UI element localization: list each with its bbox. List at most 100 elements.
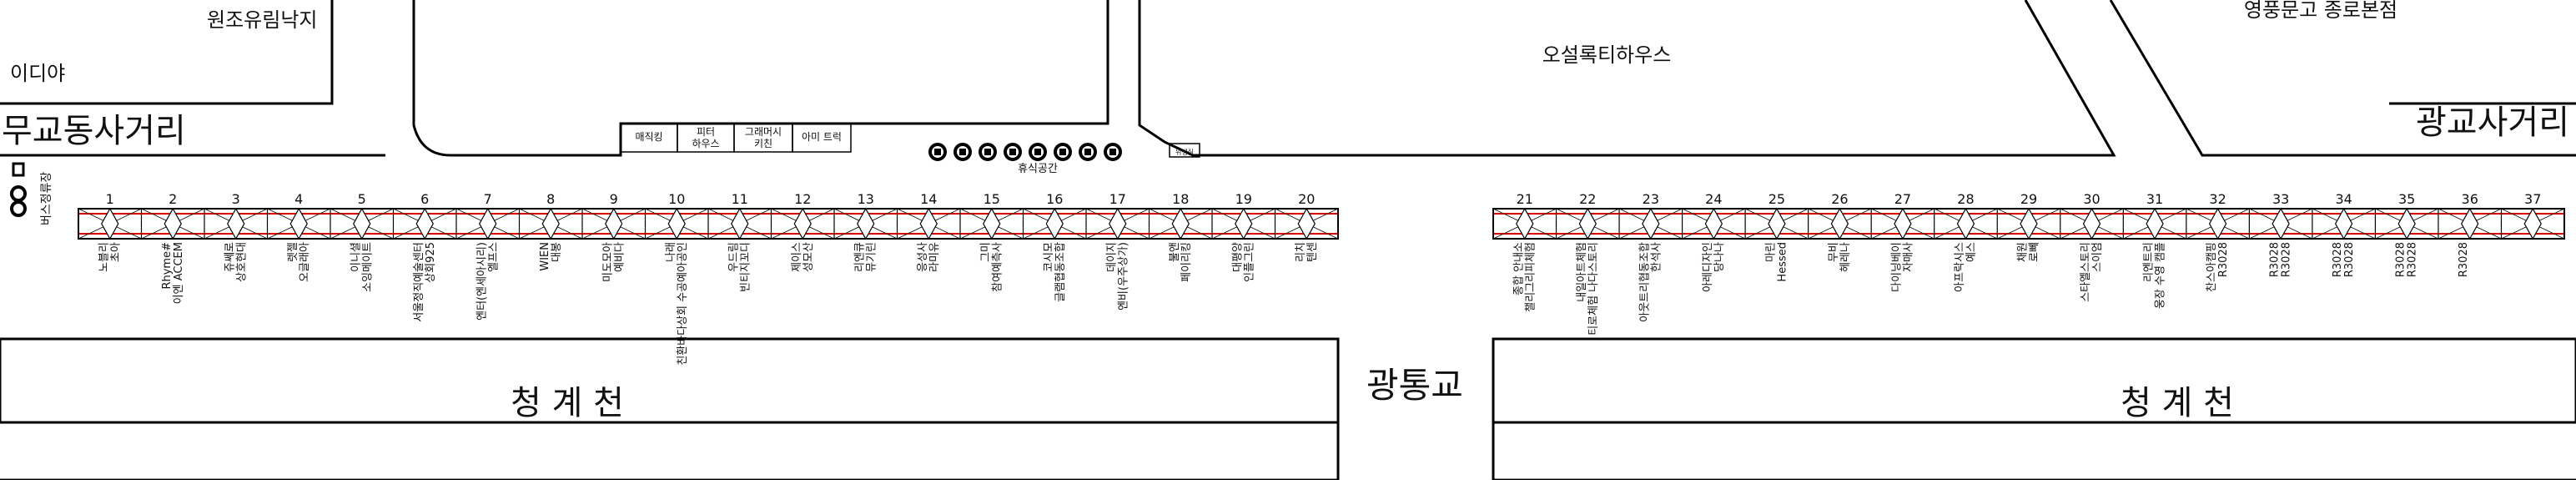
booth-number: 7 <box>484 191 492 207</box>
booth-name: 마린 <box>1764 242 1777 262</box>
rest-seat-center <box>934 149 941 155</box>
booth-name: 찬스아캠핑 <box>2206 242 2218 292</box>
booth-number: 3 <box>232 191 240 207</box>
bus-stop-marker <box>10 185 27 202</box>
booth-name: 렛젤 <box>287 242 299 262</box>
booth-name: 불앤 <box>1169 242 1181 262</box>
booth-diamond <box>1109 207 1127 240</box>
booth-name: 초아 <box>109 242 122 262</box>
booth-name: 텐센 <box>1306 242 1319 262</box>
booth-diamond <box>919 207 938 240</box>
rest-seat <box>1004 143 1022 161</box>
rest-seat-center <box>1034 149 1041 155</box>
booth-name: 인플그린 <box>1243 242 1255 282</box>
rest-seat-center <box>1059 149 1066 155</box>
booth-number: 26 <box>1831 191 1848 207</box>
booth-number: 1 <box>106 191 114 207</box>
right-building-block <box>2109 0 2576 157</box>
rest-seat <box>979 143 997 161</box>
booth-name: 소잉메이트 <box>361 242 374 292</box>
booth-number: 32 <box>2209 191 2226 207</box>
booth-name: 엘프스 <box>487 242 500 272</box>
bridge-label: 광통교 <box>1366 365 1463 406</box>
booth-diamond <box>983 207 1001 240</box>
booth-name: R3028 <box>2281 242 2293 277</box>
rest-seat <box>1029 143 1047 161</box>
booth-name: 대평양 <box>1231 242 1244 272</box>
rest-seat <box>928 143 947 161</box>
booth-name: 서울정직예술센터 <box>413 242 425 322</box>
rest-seat-center <box>959 149 966 155</box>
booth-name: 페이리킹 <box>1180 242 1193 282</box>
booth-name: R3028 <box>2343 242 2356 277</box>
booth-name: 이엔 ACCEM <box>173 242 185 304</box>
booth-name: 빈티지꼬디 <box>739 242 752 292</box>
bus-stop-sign <box>12 162 25 177</box>
booth-name: 성모산 <box>802 242 815 272</box>
stream-right-label: 청 계 천 <box>2121 384 2234 422</box>
booth-diamond <box>2523 207 2542 240</box>
booth-name: R3028 <box>2217 242 2230 277</box>
booth-number: 37 <box>2524 191 2541 207</box>
booth-name: WIEN <box>539 242 551 271</box>
booth-name: 그미 <box>979 242 992 262</box>
food-truck-label: 아미 트럭 <box>802 131 842 143</box>
booth-diamond <box>2397 207 2416 240</box>
booth-diamond <box>1171 207 1190 240</box>
booth-number: 25 <box>1768 191 1785 207</box>
booth-diamond <box>2272 207 2290 240</box>
booth-name: 응성사 <box>917 242 929 272</box>
food-truck <box>792 123 852 153</box>
rest-seat-center <box>1009 149 1016 155</box>
booth-diamond <box>1830 207 1849 240</box>
booth-number: 18 <box>1172 191 1189 207</box>
booth-diamond <box>164 207 182 240</box>
intersection-left: 무교동사거리 <box>2 112 186 150</box>
booth-number: 13 <box>858 191 874 207</box>
booth-diamond <box>541 207 560 240</box>
booth-name: 웅장 수영 캠플 <box>2155 242 2167 309</box>
booth-diamond <box>2461 207 2479 240</box>
booth-name: 우드림 <box>727 242 740 272</box>
booth-name: 이니셜 <box>350 242 362 272</box>
booth-name: 자매사 <box>1902 242 1914 272</box>
booth-number: 21 <box>1517 191 1533 207</box>
booth-diamond <box>101 207 119 240</box>
booth-name: 친환바다상회 수공예아공인 <box>677 242 689 366</box>
booth-diamond <box>2082 207 2101 240</box>
booth-name: 리치 <box>1295 242 1307 262</box>
booth-diamond <box>793 207 812 240</box>
booth-diamond <box>1578 207 1597 240</box>
booth-diamond <box>1045 207 1064 240</box>
sanitary-facility <box>1169 143 1200 158</box>
booth-name: 엔비(우주상가) <box>1117 242 1130 311</box>
booth-diamond <box>1768 207 1786 240</box>
booth-diamond <box>2334 207 2353 240</box>
booth-name: 코시모 <box>1043 242 1055 272</box>
bus-stop-marker <box>10 200 27 217</box>
bus-stop-label: 버스정류장 <box>40 171 53 225</box>
left-building-block <box>0 0 334 105</box>
booth-number: 31 <box>2146 191 2163 207</box>
booth-number: 29 <box>2020 191 2037 207</box>
booth-name: 리엔트리 <box>2143 242 2156 282</box>
booth-diamond <box>415 207 434 240</box>
booth-number: 34 <box>2335 191 2352 207</box>
booth-name: 오글래아 <box>299 242 311 282</box>
booth-name: 제이스 <box>791 242 803 272</box>
booth-name: 스타엘스토리 <box>2080 242 2092 302</box>
booth-diamond <box>857 207 875 240</box>
booth-name: 스이엄 <box>2091 242 2104 272</box>
booth-name: 예비다 <box>613 242 626 272</box>
rest-seat-center <box>1084 149 1091 155</box>
intersection-right: 광교사거리 <box>2416 104 2569 142</box>
booth-number: 15 <box>984 191 1000 207</box>
food-truck-label: 매직킹 <box>635 131 662 143</box>
booth-number: 4 <box>294 191 303 207</box>
booth-diamond <box>2146 207 2164 240</box>
booth-name: 엔터(엔세아시리) <box>475 242 488 321</box>
booth-diamond <box>1642 207 1660 240</box>
booth-number: 10 <box>668 191 685 207</box>
